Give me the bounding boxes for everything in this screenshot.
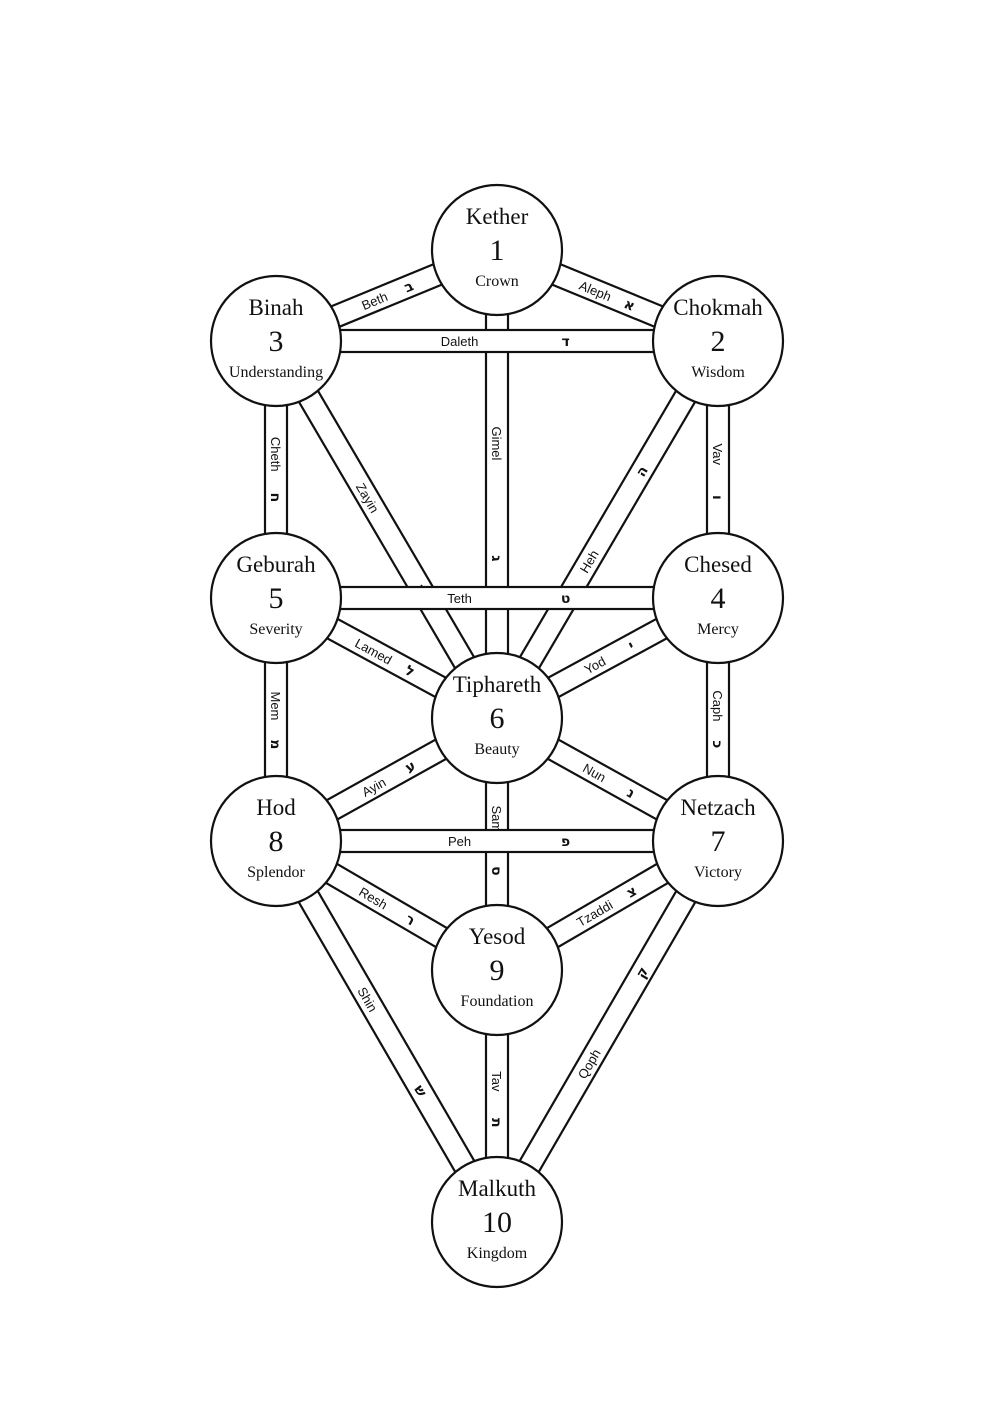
path-label-group: Teth ט bbox=[447, 591, 570, 607]
path-label-group: Vav ו bbox=[709, 444, 725, 500]
sephirah-meaning: Mercy bbox=[697, 621, 739, 638]
sephirah-circle bbox=[651, 531, 785, 665]
sephirah-circle bbox=[430, 183, 564, 317]
hebrew-letter-label: ס bbox=[488, 866, 504, 876]
hebrew-letter-label: כ bbox=[709, 740, 725, 748]
sephirah-number: 10 bbox=[482, 1206, 512, 1239]
path-gimel: Gimel ג bbox=[484, 248, 510, 720]
sephirah-circle bbox=[209, 531, 343, 665]
path-label-group: Mem מ bbox=[267, 691, 283, 749]
sephirah-number: 6 bbox=[490, 702, 505, 735]
sephirah-meaning: Foundation bbox=[461, 993, 534, 1010]
path-label-group: Caph כ bbox=[709, 690, 725, 748]
hebrew-letter-label: ד bbox=[562, 334, 570, 350]
hebrew-letter-label: י bbox=[626, 638, 637, 654]
sephirah-meaning: Crown bbox=[475, 273, 519, 290]
sephirah-circle bbox=[651, 774, 785, 908]
sephirah-number: 4 bbox=[711, 582, 726, 615]
sephirah-number: 3 bbox=[269, 325, 284, 358]
path-name-label: Vav bbox=[710, 444, 725, 466]
path-band bbox=[274, 328, 720, 354]
sephirah-name: Hod bbox=[256, 795, 296, 820]
sephirah-name: Yesod bbox=[469, 924, 526, 949]
sephirah-name: Chesed bbox=[684, 552, 752, 577]
sephirah-number: 2 bbox=[711, 325, 726, 358]
hebrew-letter-label: מ bbox=[267, 739, 283, 749]
path-label-group: Cheth ח bbox=[267, 437, 283, 502]
sephirah-name: Tiphareth bbox=[453, 672, 542, 697]
path-label-group: Gimel ג bbox=[488, 426, 504, 561]
path-band bbox=[484, 248, 510, 720]
sephirah-circle bbox=[430, 903, 564, 1037]
sephirah-name: Kether bbox=[466, 204, 529, 229]
sephirah-circle bbox=[209, 774, 343, 908]
hebrew-letter-label: פ bbox=[561, 834, 570, 850]
path-name-label: Gimel bbox=[489, 426, 504, 460]
paths-layer: AlephאBethבGimelגDalethדHehהVavוZayinזCh… bbox=[263, 238, 731, 1230]
sephirah-meaning: Victory bbox=[694, 864, 742, 881]
path-label-group: Tav ת bbox=[488, 1071, 504, 1127]
path-name-label: Cheth bbox=[268, 437, 283, 472]
sephirah-name: Chokmah bbox=[673, 295, 763, 320]
sephirah-name: Netzach bbox=[680, 795, 756, 820]
sephirah-meaning: Severity bbox=[249, 621, 302, 638]
path-peh: Peh פ bbox=[274, 828, 720, 854]
hebrew-letter-label: ג bbox=[488, 555, 504, 561]
hebrew-letter-label: ת bbox=[488, 1118, 504, 1128]
sephirah-name: Malkuth bbox=[458, 1176, 536, 1201]
sephirah-number: 9 bbox=[490, 954, 505, 987]
path-band bbox=[274, 585, 720, 611]
path-band bbox=[274, 828, 720, 854]
sephirah-meaning: Wisdom bbox=[691, 364, 745, 381]
sephirah-name: Geburah bbox=[236, 552, 316, 577]
hebrew-letter-label: ח bbox=[267, 493, 283, 503]
sephirah-number: 1 bbox=[490, 234, 505, 267]
sephirah-meaning: Understanding bbox=[229, 364, 323, 381]
path-label-group: Peh פ bbox=[448, 834, 570, 850]
sephirah-circle bbox=[651, 274, 785, 408]
hebrew-letter-label: ט bbox=[561, 591, 571, 607]
path-teth: Teth ט bbox=[274, 585, 720, 611]
path-daleth: Daleth ד bbox=[274, 328, 720, 354]
sephirah-circle bbox=[430, 1155, 564, 1289]
sephirah-meaning: Beauty bbox=[474, 741, 519, 758]
hebrew-letter-label: ו bbox=[709, 495, 725, 500]
sephirah-number: 8 bbox=[269, 825, 284, 858]
path-name-label: Tav bbox=[489, 1071, 504, 1092]
sephirah-name: Binah bbox=[249, 295, 304, 320]
path-name-label: Peh bbox=[448, 834, 471, 849]
path-name-label: Daleth bbox=[441, 334, 479, 349]
sephirah-number: 5 bbox=[269, 582, 284, 615]
path-name-label: Caph bbox=[710, 690, 725, 721]
sephirah-number: 7 bbox=[711, 825, 726, 858]
sephirah-circle bbox=[430, 651, 564, 785]
sephirah-circle bbox=[209, 274, 343, 408]
path-name-label: Teth bbox=[447, 591, 472, 606]
sephirah-meaning: Splendor bbox=[247, 864, 305, 881]
path-label-group: Daleth ד bbox=[441, 334, 570, 350]
path-name-label: Mem bbox=[268, 691, 283, 720]
sephirah-meaning: Kingdom bbox=[467, 1245, 528, 1262]
